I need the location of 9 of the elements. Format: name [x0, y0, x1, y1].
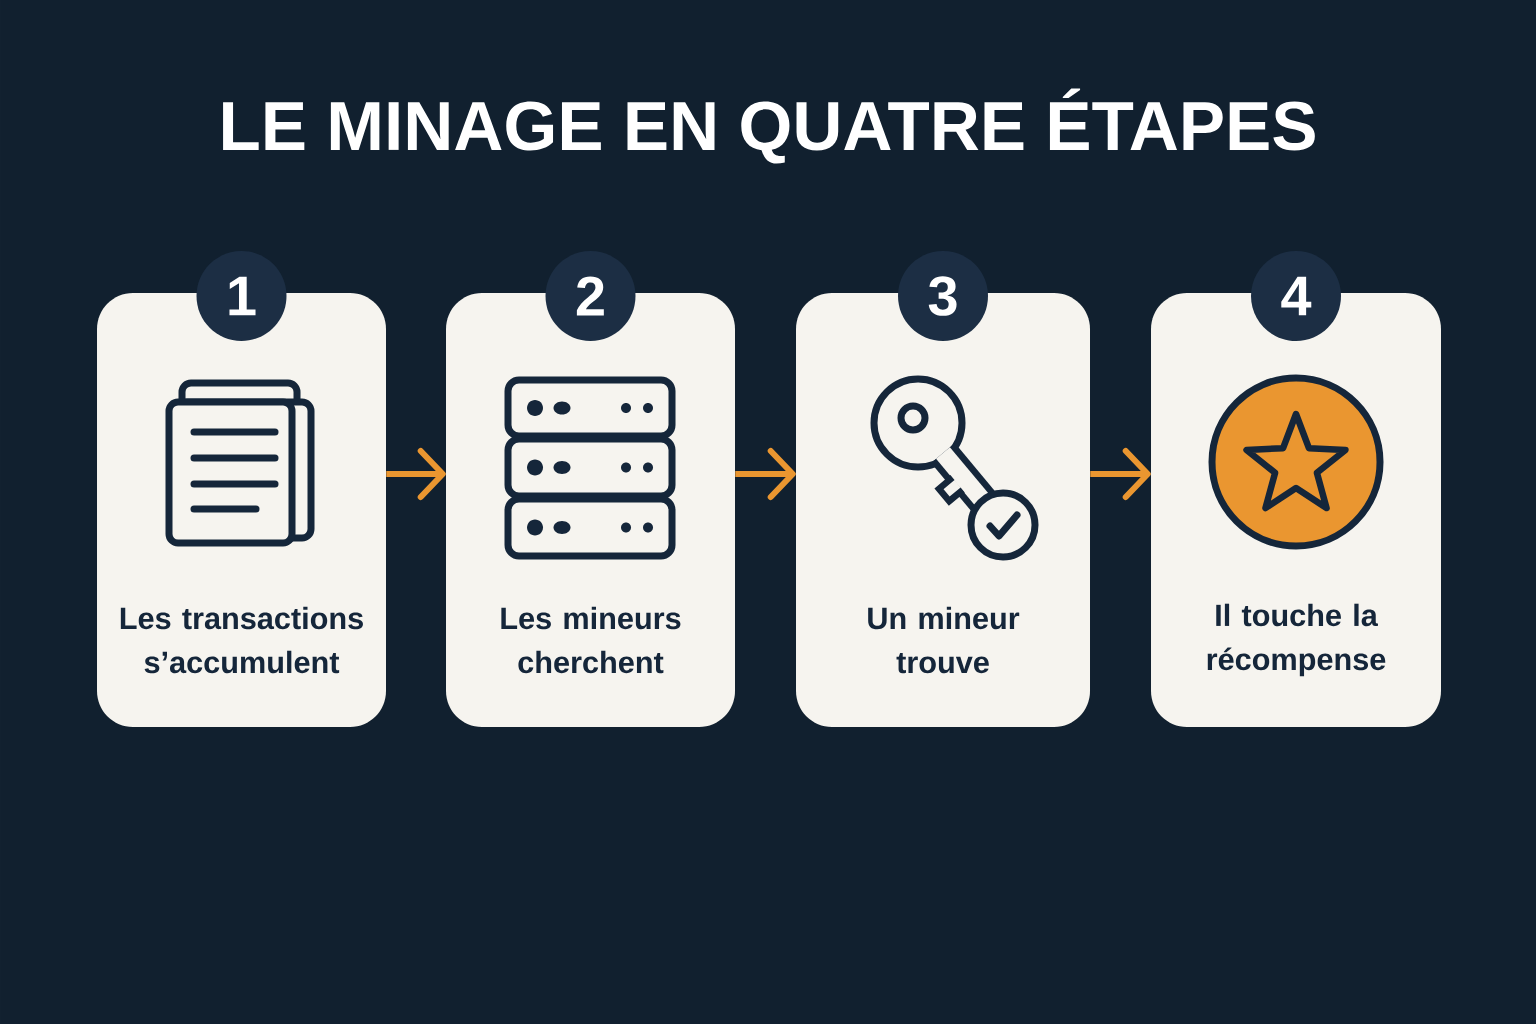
step-caption: Les transactions s’accumulent [120, 606, 363, 674]
number-badge: 4 [1251, 251, 1341, 341]
title: LE MINAGE EN QUATRE ÉTAPES [223, 88, 1315, 164]
step-caption: Il touche la récompense [1207, 603, 1386, 677]
number-badge: 3 [898, 251, 988, 341]
step-caption: Les mineurs cherchent [501, 606, 681, 674]
step-caption: Un mineur trouve [868, 606, 1020, 674]
number-badge: 2 [545, 251, 636, 341]
number-badge: 1 [196, 251, 287, 341]
